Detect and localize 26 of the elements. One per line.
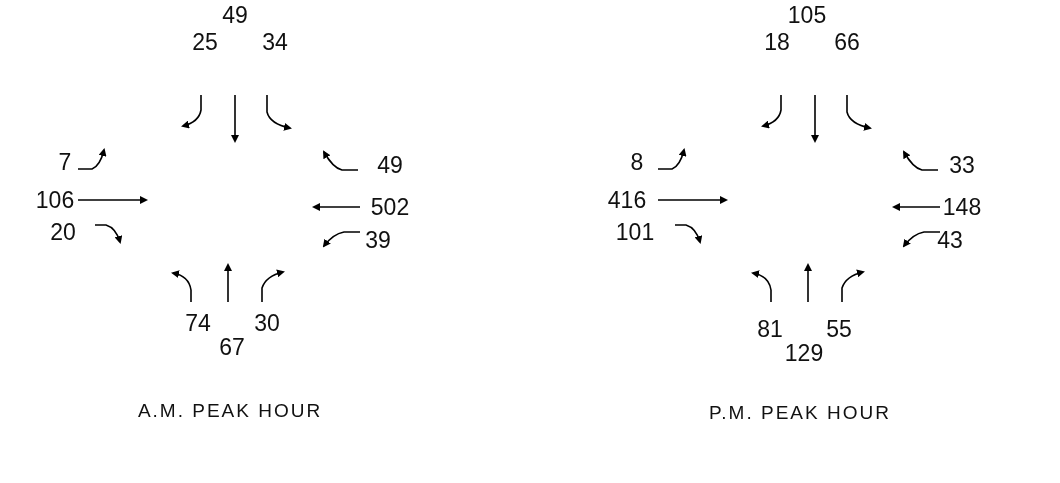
- traffic-volume: 67: [219, 335, 245, 359]
- traffic-volume: 39: [365, 228, 391, 252]
- traffic-volume: 7: [58, 150, 72, 174]
- traffic-volume: 74: [185, 311, 211, 335]
- traffic-volume: 81: [757, 317, 783, 341]
- traffic-volume: 33: [949, 153, 975, 177]
- traffic-volume: 105: [787, 3, 827, 27]
- traffic-volume: 148: [942, 195, 982, 219]
- traffic-volume: 49: [377, 153, 403, 177]
- traffic-volume: 106: [35, 188, 75, 212]
- panel-caption: A.M. PEAK HOUR: [137, 400, 323, 420]
- traffic-volume: 43: [937, 228, 963, 252]
- traffic-volume: 502: [370, 195, 410, 219]
- traffic-volume: 18: [764, 30, 790, 54]
- traffic-volume: 25: [192, 30, 218, 54]
- panel-caption: P.M. PEAK HOUR: [709, 402, 891, 422]
- traffic-volume: 55: [826, 317, 852, 341]
- traffic-volume: 66: [834, 30, 860, 54]
- traffic-volume: 30: [254, 311, 280, 335]
- traffic-volume: 8: [630, 150, 644, 174]
- traffic-volume: 416: [607, 188, 647, 212]
- traffic-volume: 101: [615, 220, 655, 244]
- traffic-volume: 34: [262, 30, 288, 54]
- traffic-volume: 20: [50, 220, 76, 244]
- traffic-volume: 129: [784, 341, 824, 365]
- traffic-volume: 49: [222, 3, 248, 27]
